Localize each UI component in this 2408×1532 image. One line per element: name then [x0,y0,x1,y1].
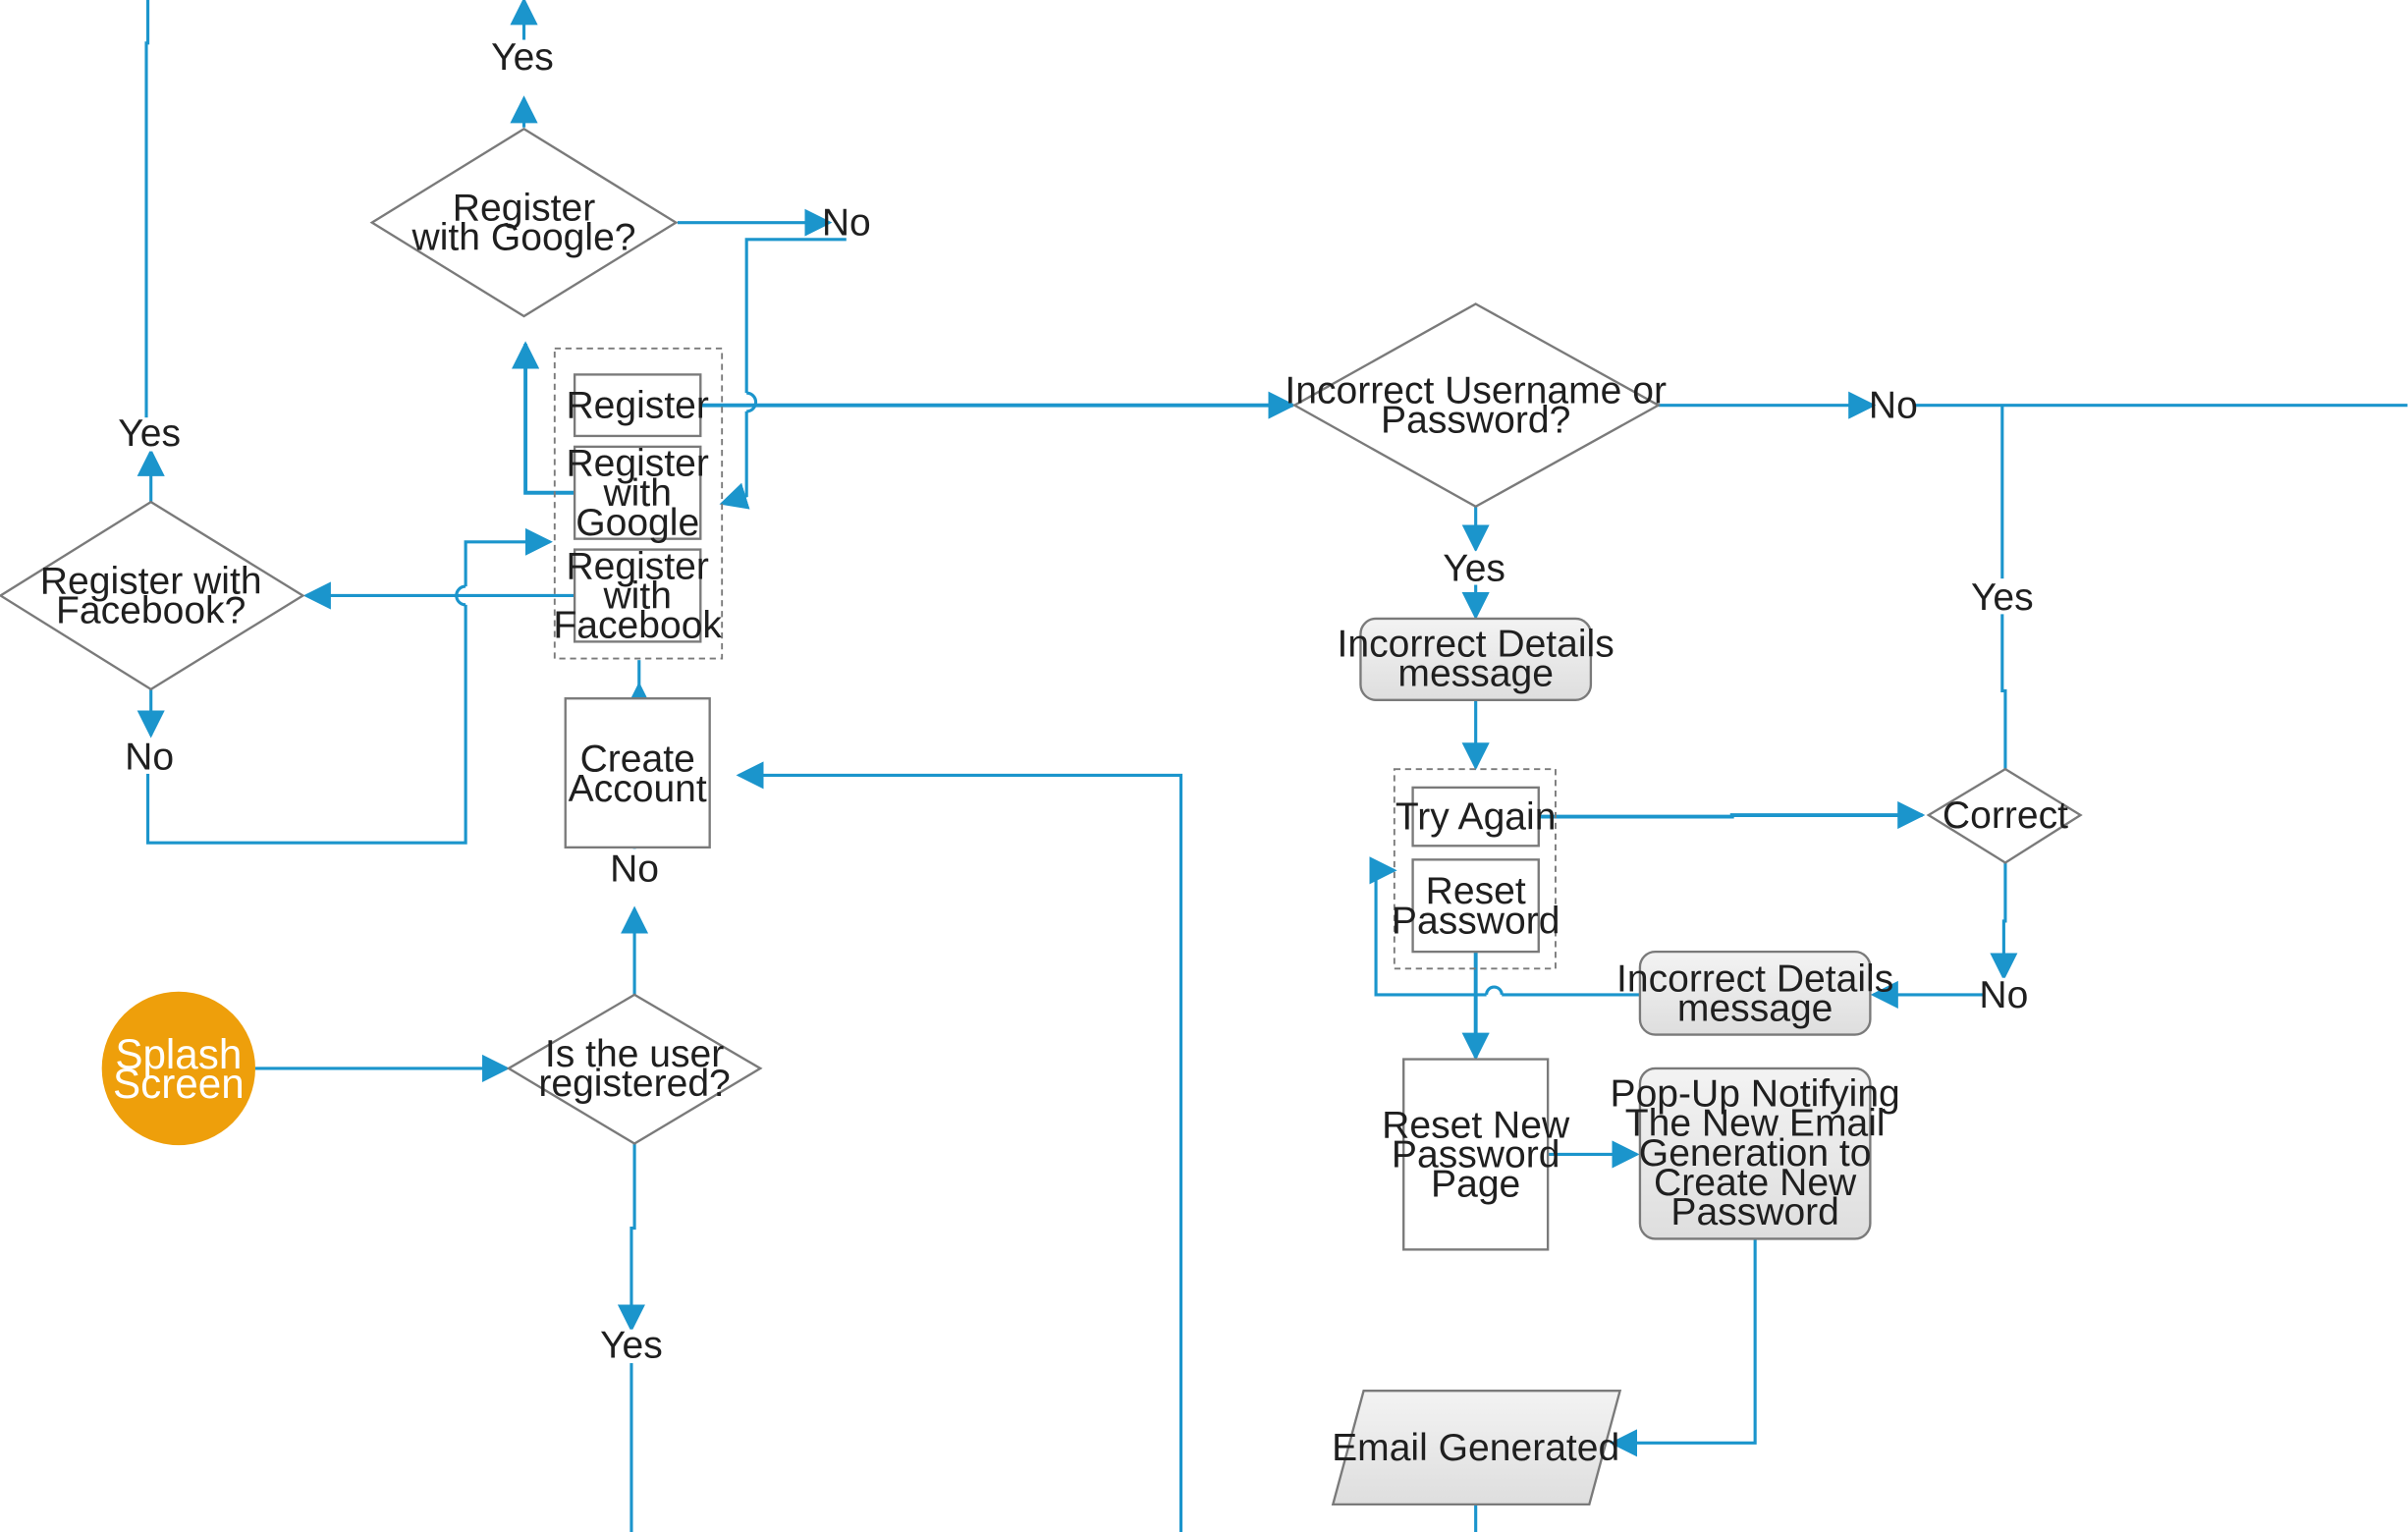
connector [1538,800,1926,830]
edge-label-yes: Yes [1443,547,1505,589]
splash-screen-node[interactable] [101,991,255,1146]
connector [1990,862,2018,981]
edge-label-no: No [1979,973,2028,1015]
register-google-box[interactable] [573,445,702,540]
connector [2000,614,2007,770]
incorrect-credentials-decision[interactable] [1291,302,1662,509]
edge-label-yes: Yes [491,35,554,78]
edge-label-yes: Yes [1971,576,2034,619]
connector [1369,856,1487,997]
connector [617,1143,646,1333]
connectors [137,0,2408,1532]
is-registered-decision[interactable] [506,993,763,1145]
incorrect-details-message-1[interactable] [1359,617,1593,701]
correct-label: Correct [1943,794,2068,837]
try-again-label: Try Again [1396,795,1557,838]
edge-label-yes: Yes [118,411,181,454]
connector [146,604,467,845]
connector [1485,985,1504,996]
reset-password-box[interactable] [1411,858,1540,954]
email-generated-label: Email Generated [1332,1427,1619,1469]
create-account-box[interactable] [564,697,711,849]
register-facebook-decision[interactable] [0,500,305,691]
connector [455,584,466,607]
connector [464,527,553,587]
correct-decision[interactable] [1926,767,2083,864]
edge-label-yes: Yes [600,1324,663,1366]
register-box[interactable] [573,373,702,438]
try-again-box[interactable] [1411,786,1540,848]
connector [736,761,1183,1532]
register-google-decision[interactable] [369,127,679,318]
connector [719,410,750,510]
connector [746,391,758,413]
register-facebook-box[interactable] [573,548,702,643]
edge-label-no: No [125,736,174,778]
popup-notification-box[interactable] [1638,1067,1872,1240]
connector [512,341,575,495]
register-label: Register [566,384,708,426]
reset-password-page-box[interactable] [1402,1058,1550,1251]
edge-labels: No Yes Yes No Yes No No Yes Yes No [117,35,2035,1366]
connector [1609,1238,1757,1457]
connector [744,238,847,394]
edge-label-no: No [610,848,659,890]
edge-label-no: No [1869,384,1918,426]
edge-label-no: No [822,201,871,244]
retry-options-group [1393,768,1557,970]
connector [144,0,150,422]
incorrect-details-message-2[interactable] [1638,950,1872,1036]
email-generated-data[interactable] [1331,1390,1622,1506]
